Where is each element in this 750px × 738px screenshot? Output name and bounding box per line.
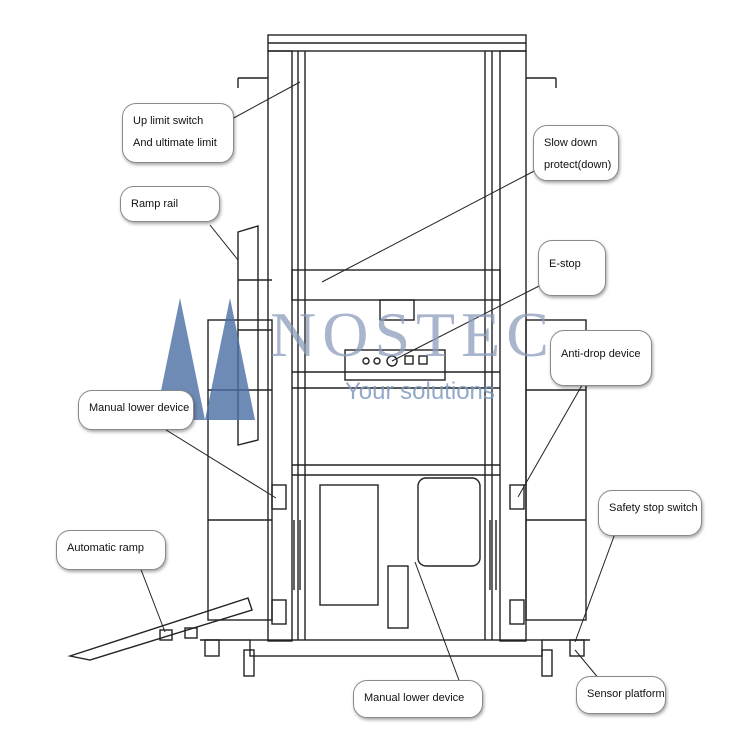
callout-line: Sensor platform xyxy=(587,688,665,700)
callout-line: Slow down xyxy=(544,137,598,149)
callout-up-limit-switch: Up limit switch And ultimate limit xyxy=(122,103,234,163)
callout-ramp-rail: Ramp rail xyxy=(120,186,220,222)
callout-line: Safety stop switch xyxy=(609,502,698,514)
callout-e-stop: E-stop xyxy=(538,240,606,296)
callout-slow-down: Slow down protect(down) xyxy=(533,125,619,181)
callout-line: Ramp rail xyxy=(131,198,179,210)
callout-line: Manual lower device xyxy=(89,402,190,414)
callout-automatic-ramp: Automatic ramp xyxy=(56,530,166,570)
callout-line: Up limit switch xyxy=(133,115,204,127)
watermark-letters: NOSTEC xyxy=(270,299,555,370)
callout-line: protect(down) xyxy=(544,159,612,171)
lift-frame xyxy=(67,34,590,677)
callout-sensor-platform: Sensor platform xyxy=(576,676,666,714)
callout-line: And ultimate limit xyxy=(133,137,217,149)
watermark-tagline: Your solutions xyxy=(345,378,495,405)
callout-line: Automatic ramp xyxy=(67,542,145,554)
watermark-logo xyxy=(155,298,255,420)
callout-manual-lower-device-bottom: Manual lower device xyxy=(353,680,483,718)
callout-manual-lower-device-left: Manual lower device xyxy=(78,390,194,430)
callout-line: Anti-drop device xyxy=(561,348,641,360)
callout-safety-stop-switch: Safety stop switch xyxy=(598,490,702,536)
leader-lines xyxy=(139,81,621,684)
callout-line: E-stop xyxy=(549,258,581,270)
callout-anti-drop-device: Anti-drop device xyxy=(550,330,652,386)
callout-line: Manual lower device xyxy=(364,692,465,704)
